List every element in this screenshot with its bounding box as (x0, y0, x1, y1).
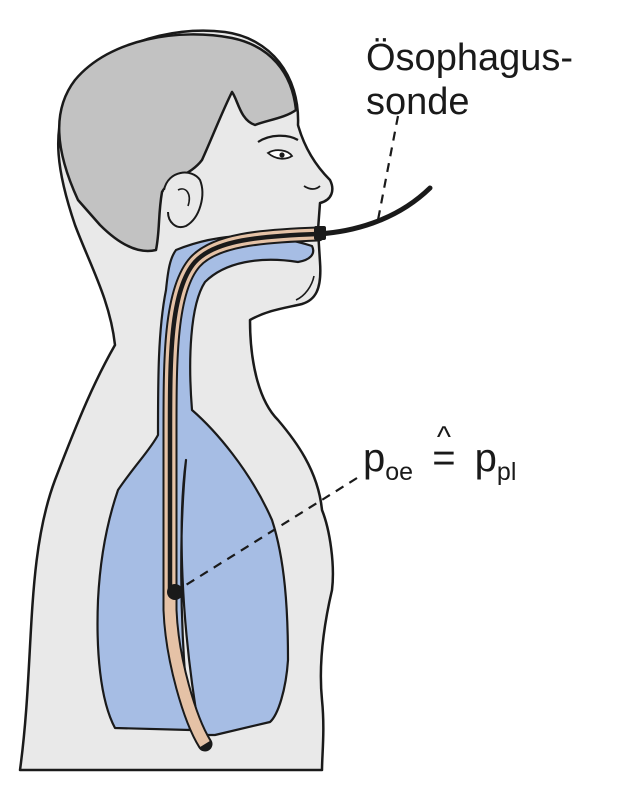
probe-label-line2: sonde (366, 81, 470, 123)
corresponds-to-symbol: ^= (432, 423, 456, 480)
pupil (279, 152, 285, 158)
corresponds-equals: = (432, 436, 456, 480)
ear (163, 171, 204, 228)
probe-tube-external (315, 185, 433, 237)
probe-tube-in-esophagus (167, 231, 321, 595)
corresponds-hat: ^ (436, 421, 451, 454)
lungs (96, 234, 315, 737)
p-pl-base: p (474, 436, 497, 480)
probe-label-line1: Ösophagus- (366, 37, 574, 79)
pressure-sensor-dot (167, 584, 183, 600)
nostril (303, 185, 321, 190)
p-oe-base: p (363, 436, 386, 480)
probe-clip (314, 226, 326, 240)
p-oe-subscript: oe (385, 458, 414, 486)
p-pl-subscript: pl (496, 458, 517, 486)
pressure-leader-line (177, 477, 358, 591)
pressure-label: poe ^= ppl (363, 423, 517, 486)
hair (58, 33, 298, 253)
probe-leader-line (376, 115, 400, 221)
ear-inner (177, 188, 191, 207)
chin-line (295, 275, 315, 301)
probe-label: Ösophagus- sonde (366, 36, 573, 124)
eyebrow (257, 134, 299, 143)
